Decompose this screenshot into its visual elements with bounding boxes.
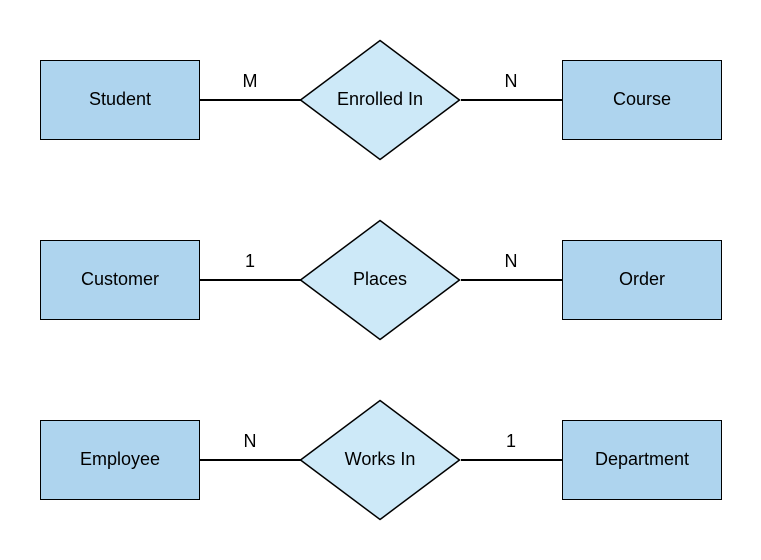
entity-label: Employee (79, 449, 161, 470)
entity-box-customer[interactable]: Customer (40, 240, 200, 320)
entity-box-course[interactable]: Course (562, 60, 722, 140)
relationship-label: Works In (344, 449, 416, 470)
cardinality-label-right: 1 (505, 431, 516, 451)
cardinality-label-right: N (504, 251, 518, 271)
connector-line-left (200, 459, 301, 461)
relationship-diamond-places[interactable]: Places (299, 219, 461, 341)
cardinality-label-left: N (243, 431, 257, 451)
connector-line-right (461, 279, 562, 281)
cardinality-label-right: N (504, 71, 518, 91)
entity-label: Course (612, 89, 672, 110)
relationship-diamond-enrolled-in[interactable]: Enrolled In (299, 39, 461, 161)
er-row-3: Employee N Works In 1 Department (0, 370, 761, 550)
entity-box-student[interactable]: Student (40, 60, 200, 140)
connector-line-left (200, 279, 301, 281)
relationship-label: Places (352, 269, 408, 290)
entity-label: Student (88, 89, 152, 110)
entity-box-employee[interactable]: Employee (40, 420, 200, 500)
er-row-1: Student M Enrolled In N Course (0, 10, 761, 190)
cardinality-label-left: M (242, 71, 258, 91)
entity-box-order[interactable]: Order (562, 240, 722, 320)
relationship-diamond-works-in[interactable]: Works In (299, 399, 461, 521)
entity-label: Order (618, 269, 665, 290)
diamond-shape-icon (299, 219, 461, 341)
entity-label: Department (594, 449, 690, 470)
connector-line-left (200, 99, 301, 101)
diamond-shape-icon (299, 39, 461, 161)
connector-line-right (461, 459, 562, 461)
er-row-2: Customer 1 Places N Order (0, 190, 761, 370)
connector-line-right (461, 99, 562, 101)
entity-box-department[interactable]: Department (562, 420, 722, 500)
cardinality-label-left: 1 (244, 251, 255, 271)
entity-label: Customer (80, 269, 160, 290)
relationship-label: Enrolled In (336, 89, 424, 110)
diamond-shape-icon (299, 399, 461, 521)
